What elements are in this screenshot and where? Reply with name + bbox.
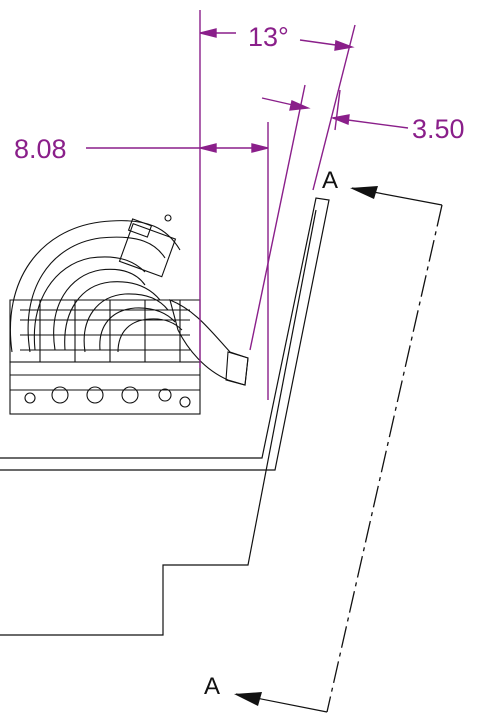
thickness-dimension-label: 3.50 (412, 114, 465, 144)
angle-dimension-label: 13° (248, 22, 289, 52)
engine-block (9, 361, 201, 415)
collector (169, 299, 249, 386)
section-cut-line (326, 204, 443, 713)
section-label-bottom: A (204, 673, 220, 700)
section-line-a-a (234, 186, 443, 713)
section-arrow-bottom (234, 692, 262, 706)
offset-dimension-label: 8.08 (14, 134, 67, 164)
section-label-top: A (322, 167, 338, 194)
header-tubes (9, 214, 249, 386)
header-flange (118, 222, 177, 278)
dimension-lines (86, 10, 409, 400)
frame-profile (0, 197, 330, 636)
engine-header-assembly (9, 214, 249, 415)
section-arrow-top (350, 186, 378, 199)
